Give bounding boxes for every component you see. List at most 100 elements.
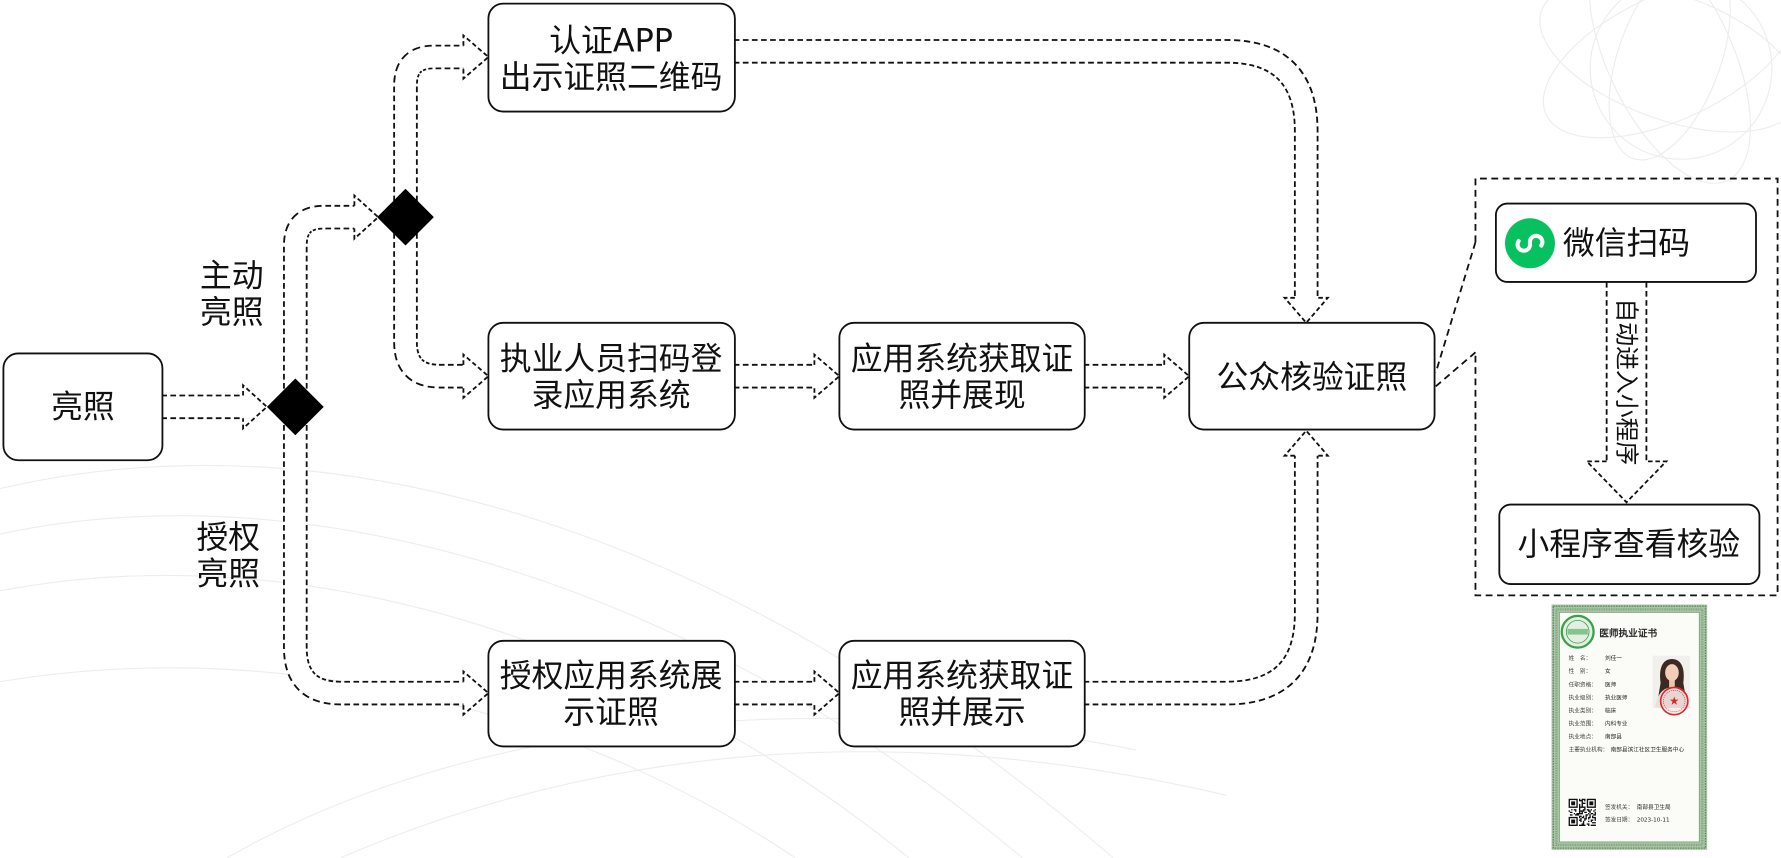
node-wechat-scan-label: 微信扫码 <box>1563 225 1690 262</box>
arrow-display-to-public <box>1083 429 1330 706</box>
node-system-fetch-show: 应用系统获取证 照并展现 <box>838 321 1086 431</box>
node-public-verify: 公众核验证照 <box>1188 321 1436 431</box>
node-system-fetch-display-line: 照并展示 <box>898 694 1025 731</box>
certificate-field-label: 姓 名： <box>1569 654 1592 662</box>
node-staff-scan-box <box>487 321 736 431</box>
arrow-to-auth-app <box>393 33 490 211</box>
red-stamp-icon <box>1659 686 1689 716</box>
wechat-callout <box>1434 177 1779 597</box>
arrow-branch-authorized <box>283 415 490 717</box>
node-system-fetch-display-line: 应用系统获取证 <box>851 658 1074 695</box>
approval-seal-icon <box>1560 614 1595 649</box>
qr-code-pattern <box>1568 798 1596 827</box>
arrowhead <box>1282 296 1330 325</box>
node-auth-app-line: 出示证照二维码 <box>500 59 723 96</box>
node-auth-app-line: 认证APP <box>549 23 673 60</box>
certificate-field-label: 主要执业机构： <box>1569 746 1609 754</box>
arrowhead <box>353 193 380 241</box>
callout-pointer-lower <box>1435 351 1477 388</box>
arrow-staff-to-system <box>733 352 841 400</box>
certificate-field-value: 执业医师 <box>1605 693 1628 701</box>
bg-mesh-line <box>1542 0 1781 139</box>
node-start: 亮照 <box>2 352 164 462</box>
edge-label-auto-enter: 自动进入小程序 <box>1613 298 1641 465</box>
arrow-auth-app-to-public <box>733 39 1330 325</box>
certificate-field-value: 女 <box>1605 667 1611 675</box>
node-system-fetch-show-line: 照并展现 <box>898 377 1025 414</box>
arrowhead <box>813 669 841 717</box>
arrow-to-staff-scan <box>393 223 490 400</box>
branch-label-active: 主动 亮照 <box>200 258 264 331</box>
node-system-fetch-show-box <box>838 321 1086 431</box>
node-authorized-app-line: 授权应用系统展 <box>500 658 723 695</box>
node-authorized-app-box <box>487 639 736 748</box>
arrow-wechat-to-miniprogram <box>1584 281 1669 504</box>
arrowhead <box>1584 460 1669 504</box>
wechat-miniprogram-icon-glyph <box>1515 233 1545 253</box>
node-system-fetch-show-line: 应用系统获取证 <box>851 341 1074 378</box>
arrowhead <box>242 383 269 431</box>
arrowhead <box>462 352 490 400</box>
bg-mesh-line <box>1589 0 1773 160</box>
qr-code-icon <box>1567 797 1597 828</box>
node-staff-scan-line: 执业人员扫码登 <box>500 341 723 378</box>
bg-wave-line <box>0 515 1023 858</box>
arrow-system-to-public <box>1083 352 1191 400</box>
branch-label-authorized-line: 亮照 <box>196 555 260 592</box>
node-miniprogram-verify-box <box>1498 503 1761 585</box>
certificate-issuer-value: 南部县卫生局 <box>1637 803 1671 811</box>
wechat-miniprogram-icon <box>1504 218 1555 269</box>
certificate-field-value: 南部县 <box>1605 733 1622 741</box>
certificate-field-value: 南部县滨江社区卫生服务中心 <box>1611 746 1685 754</box>
node-wechat-scan-box <box>1494 202 1757 283</box>
callout-frame <box>1474 177 1779 597</box>
certificate-field-label: 执业级别： <box>1569 693 1597 701</box>
callout-pointer-upper <box>1434 241 1477 374</box>
doctor-license-certificate: 医师执业证书 姓 名： 刘佳一 性 别： 女 任职资格： 医师 执业级别： 执业… <box>1551 604 1708 850</box>
certificate-field-label: 执业类别： <box>1569 706 1597 714</box>
node-system-fetch-display: 应用系统获取证 照并展示 <box>838 639 1086 748</box>
arrowhead <box>813 352 841 400</box>
arrow-start-to-branch <box>161 383 269 431</box>
bg-wave-line <box>0 574 910 858</box>
certificate-date-label: 签发日期： <box>1605 815 1633 823</box>
certificate-title: 医师执业证书 <box>1599 627 1657 639</box>
node-staff-scan: 执业人员扫码登 录应用系统 <box>487 321 736 431</box>
node-public-verify-label: 公众核验证照 <box>1216 359 1407 396</box>
node-auth-app: 认证APP 出示证照二维码 <box>487 2 736 113</box>
certificate-field-value: 刘佳一 <box>1605 654 1622 662</box>
certificate-field-value: 医师 <box>1605 680 1617 688</box>
arrowhead <box>1282 429 1330 457</box>
arrowhead <box>462 669 490 717</box>
approval-seal-inner <box>1565 619 1590 644</box>
node-public-verify-box <box>1188 321 1436 431</box>
arrow-shaft-fill <box>284 415 465 704</box>
arrow-shaft-fill <box>733 40 1317 299</box>
approval-seal-band <box>1567 628 1588 635</box>
certificate-field-value: 内科专业 <box>1605 719 1628 727</box>
bg-mesh-line <box>1608 0 1731 161</box>
certificate-field-label: 执业范围： <box>1569 719 1597 727</box>
node-auth-app-box <box>487 2 736 113</box>
flow-arrows <box>161 33 1669 717</box>
arrow-shaft-fill <box>395 223 465 387</box>
bg-mesh-line <box>1539 0 1781 133</box>
branch-label-active-line: 亮照 <box>200 294 264 331</box>
red-stamp-inner-ring <box>1663 689 1686 713</box>
decision-diamond-active <box>377 188 434 246</box>
arrow-authorized-to-system <box>733 669 841 717</box>
node-system-fetch-display-box <box>838 639 1086 748</box>
certificate-date-value: 2023-10-11 <box>1637 817 1670 823</box>
photo-face <box>1665 664 1679 682</box>
certificate-border-pattern <box>1552 605 1707 849</box>
node-miniprogram-verify: 小程序查看核验 <box>1498 503 1761 585</box>
bg-mesh-line <box>1588 0 1752 184</box>
arrow-branch-active <box>283 193 380 398</box>
arrow-shaft-fill <box>1083 454 1317 704</box>
arrowhead <box>462 33 490 81</box>
node-authorized-app-line: 示证照 <box>563 694 658 731</box>
certificate-issuer-label: 签发机关： <box>1605 803 1633 811</box>
node-miniprogram-verify-label: 小程序查看核验 <box>1518 526 1741 563</box>
branch-label-authorized: 授权 亮照 <box>196 519 260 592</box>
